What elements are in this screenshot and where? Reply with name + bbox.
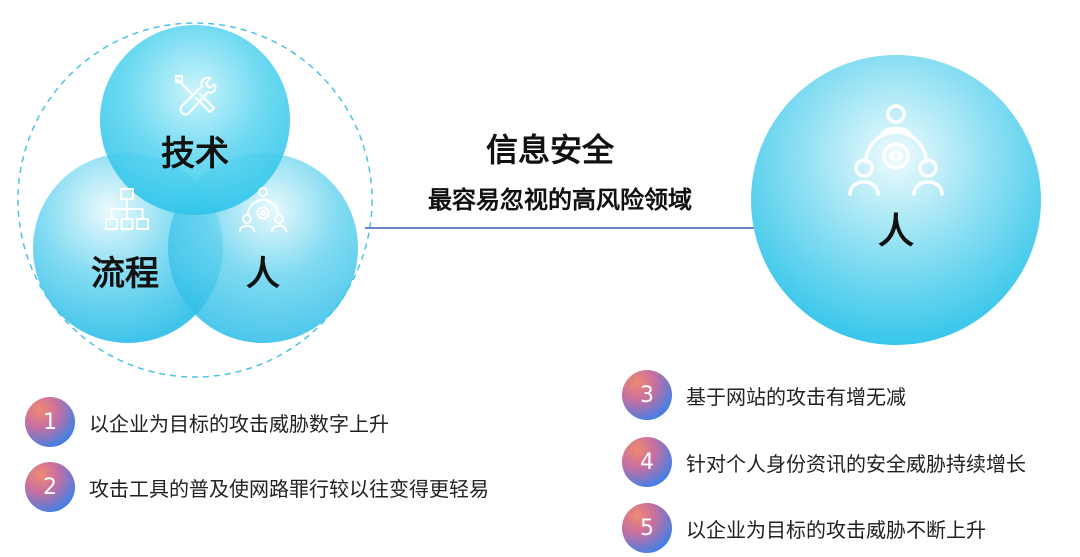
focus-circle — [751, 55, 1041, 345]
center-subtitle: 最容易忽视的高风险领域 — [428, 186, 692, 214]
point-item-5: 5 以企业为目标的攻击威胁不断上升 — [622, 503, 986, 553]
point-number-badge: 4 — [622, 437, 672, 487]
people-gear-icon — [239, 187, 287, 232]
focus-people-gear-icon — [848, 104, 944, 196]
point-text: 以企业为目标的攻击威胁不断上升 — [686, 517, 986, 542]
point-text: 基于网站的攻击有增无减 — [686, 384, 906, 409]
point-number-badge: 2 — [25, 462, 75, 512]
venn-label-tech: 技术 — [161, 134, 229, 174]
venn-outer-dashed-circle — [17, 22, 373, 378]
tools-icon — [174, 74, 217, 116]
focus-label: 人 — [877, 211, 914, 252]
venn-label-people: 人 — [246, 254, 280, 294]
point-number-badge: 5 — [622, 503, 672, 553]
point-item-1: 1 以企业为目标的攻击威胁数字上升 — [25, 397, 389, 447]
center-title: 信息安全 — [485, 131, 614, 169]
venn-label-process: 流程 — [91, 254, 159, 294]
point-number-badge: 1 — [25, 397, 75, 447]
point-item-4: 4 针对个人身份资讯的安全威胁持续增长 — [622, 437, 1026, 487]
point-item-2: 2 攻击工具的普及使网路罪行较以往变得更轻易 — [25, 462, 489, 512]
point-text: 攻击工具的普及使网路罪行较以往变得更轻易 — [89, 476, 489, 501]
org-chart-icon — [105, 188, 149, 230]
point-number-badge: 3 — [622, 370, 672, 420]
venn-circle-tech — [100, 25, 290, 215]
point-text: 针对个人身份资讯的安全威胁持续增长 — [686, 451, 1026, 476]
point-item-3: 3 基于网站的攻击有增无减 — [622, 370, 906, 420]
point-text: 以企业为目标的攻击威胁数字上升 — [89, 411, 389, 436]
